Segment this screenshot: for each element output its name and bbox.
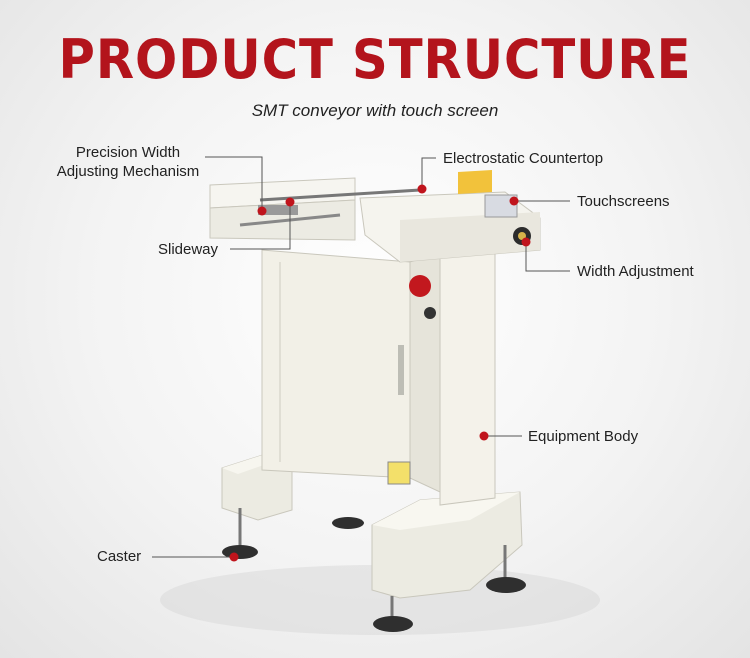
callout-caster: Caster (97, 548, 142, 565)
callout-dot-precision (257, 206, 267, 216)
callout-electrostatic-countertop: Electrostatic Countertop (443, 150, 604, 167)
callout-dot-width (521, 237, 531, 247)
callout-width-adjustment: Width Adjustment (577, 263, 694, 280)
page-title: PRODUCT STRUCTURE (58, 28, 692, 91)
callout-precision-width: Precision Width Adjusting Mechanism (48, 143, 208, 181)
callout-dot-touchscreens (509, 196, 519, 206)
callout-line-width (525, 243, 570, 272)
callout-line-slideway (230, 203, 291, 250)
callout-dot-slideway (285, 197, 295, 207)
callout-precision-width-line2: Adjusting Mechanism (56, 163, 200, 180)
callout-touchscreens: Touchscreens (577, 193, 670, 210)
callout-dot-caster (229, 552, 239, 562)
callout-line-precision (205, 156, 263, 210)
callout-precision-width-line1: Precision Width (75, 144, 181, 161)
callout-equipment-body: Equipment Body (528, 428, 639, 445)
callout-dot-countertop (417, 184, 427, 194)
callout-line-countertop (421, 157, 436, 189)
callout-dot-body (479, 431, 489, 441)
page-subtitle: SMT conveyor with touch screen (251, 101, 499, 120)
callout-slideway: Slideway (158, 241, 219, 258)
